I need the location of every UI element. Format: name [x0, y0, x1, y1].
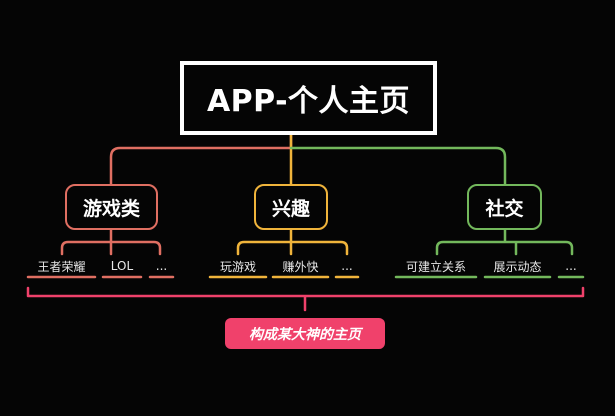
connector-social-leaves	[435, 228, 574, 256]
connector-root-games	[109, 133, 293, 186]
summary-badge: 构成某大神的主页	[225, 318, 385, 349]
connector-games-leaves	[60, 228, 162, 256]
category-games: 游戏类	[65, 184, 158, 230]
connector-root-social	[289, 146, 507, 186]
root-node: APP-个人主页	[180, 61, 437, 135]
leaf-games-1: 王者荣耀	[37, 259, 86, 274]
leaf-social-2: 展示动态	[493, 259, 542, 274]
leaf-hobby-3: ...	[341, 259, 353, 273]
category-hobby: 兴趣	[254, 184, 328, 230]
leaf-social-1: 可建立关系	[405, 259, 466, 274]
leaf-hobby-1: 玩游戏	[219, 259, 256, 274]
leaf-games-3: ...	[155, 259, 168, 273]
connector-hobby-leaves	[236, 228, 349, 256]
category-social: 社交	[467, 184, 542, 230]
leaf-social-3: ...	[565, 259, 577, 273]
leaf-games-2: LOL	[110, 259, 134, 273]
summary-bracket	[26, 286, 585, 312]
leaf-hobby-2: 赚外快	[282, 259, 319, 274]
